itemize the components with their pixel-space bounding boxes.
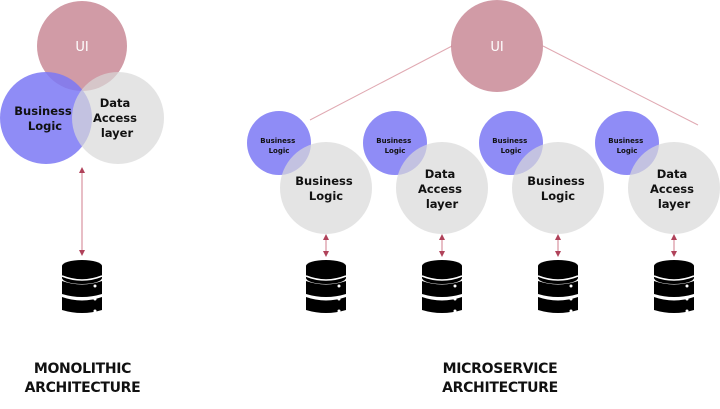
- monolithic-architecture-title: MONOLITHIC ARCHITECTURE: [20, 360, 145, 398]
- mono-data-access-circle: [72, 72, 164, 164]
- service-small-label: Business Logic: [492, 137, 529, 155]
- microservice-architecture-title: MICROSERVICE ARCHITECTURE: [430, 360, 570, 398]
- ui-connector-right: [542, 45, 699, 126]
- database-icon: [537, 259, 579, 314]
- microservice-section: UI Business Logic Business Logic Busines…: [247, 0, 720, 314]
- service-component-circle: [512, 142, 604, 234]
- service-2: Business Logic Data Access layer: [363, 111, 488, 314]
- title-line: MICROSERVICE: [442, 361, 558, 377]
- database-icon: [305, 259, 347, 314]
- service-small-label: Business Logic: [608, 137, 645, 155]
- database-icon: [61, 259, 103, 314]
- service-4: Business Logic Data Access layer: [595, 111, 720, 314]
- service-3: Business Logic Business Logic: [479, 111, 604, 314]
- mono-business-logic-circle: [0, 72, 92, 164]
- mono-ui-label: UI: [75, 40, 88, 55]
- ui-connector-left: [309, 45, 453, 121]
- service-large-label: Data Access layer: [418, 167, 466, 211]
- micro-ui-circle: [451, 0, 543, 92]
- monolithic-section: UI Business Logic Data Access layer: [0, 1, 164, 314]
- service-large-label: Business Logic: [527, 174, 588, 203]
- mono-data-access-label: Data Access layer: [93, 96, 141, 140]
- title-line: ARCHITECTURE: [442, 380, 558, 396]
- mono-ui-circle: [37, 1, 127, 91]
- service-component-circle: [280, 142, 372, 234]
- service-small-label: Business Logic: [376, 137, 413, 155]
- mono-business-logic-label: Business Logic: [14, 104, 75, 133]
- service-1: Business Logic Business Logic: [247, 111, 372, 314]
- title-line: MONOLITHIC: [33, 361, 132, 377]
- service-large-label: Business Logic: [295, 174, 356, 203]
- database-icon: [653, 259, 695, 314]
- service-component-circle: [628, 142, 720, 234]
- database-icon: [421, 259, 463, 314]
- service-small-label: Business Logic: [260, 137, 297, 155]
- micro-ui-label: UI: [490, 40, 503, 55]
- service-component-circle: [396, 142, 488, 234]
- service-large-label: Data Access layer: [650, 167, 698, 211]
- title-line: ARCHITECTURE: [24, 380, 141, 396]
